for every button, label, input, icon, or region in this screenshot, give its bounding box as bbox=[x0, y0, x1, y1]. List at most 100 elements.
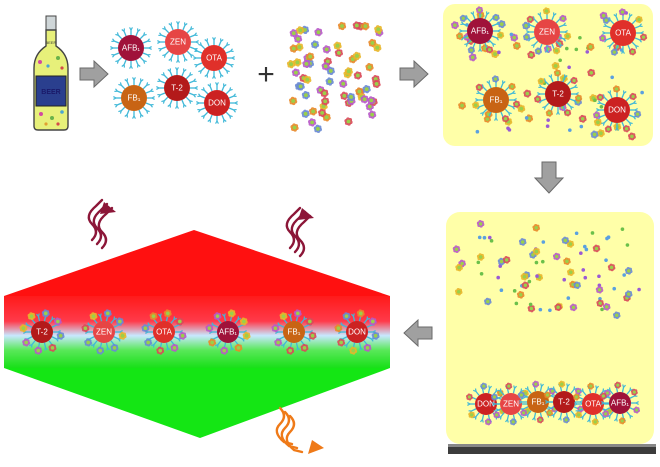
magnetic-separation-box bbox=[446, 212, 654, 444]
nanoflower bbox=[339, 79, 348, 88]
nanoflower bbox=[508, 82, 516, 91]
nanoflower bbox=[558, 380, 566, 388]
free-dot bbox=[548, 308, 552, 313]
free-dot bbox=[590, 231, 595, 235]
arrow-right-icon bbox=[399, 59, 429, 89]
nanoflower bbox=[618, 417, 626, 425]
nanoflower bbox=[604, 125, 612, 133]
nanoflower bbox=[553, 69, 562, 77]
free-dot bbox=[600, 307, 604, 312]
free-dot bbox=[527, 279, 532, 284]
nanoflower bbox=[466, 393, 473, 401]
nanoflower bbox=[629, 92, 637, 101]
nanoflower bbox=[458, 259, 466, 268]
free-dot bbox=[498, 264, 503, 268]
free-dot bbox=[562, 277, 567, 282]
nanoflower bbox=[516, 291, 525, 299]
nanoflower bbox=[374, 25, 383, 34]
ota-label: OTA bbox=[585, 400, 602, 409]
beer-label: BEER bbox=[41, 89, 60, 96]
nanoflower bbox=[349, 346, 358, 355]
nanoflower bbox=[368, 110, 377, 119]
free-dot bbox=[514, 301, 519, 306]
nanoflower bbox=[316, 85, 325, 95]
t2-label: T-2 bbox=[171, 84, 183, 93]
nanoflower bbox=[279, 312, 288, 321]
nanoflower bbox=[356, 309, 365, 318]
nanoflower bbox=[512, 41, 521, 50]
nanoflower bbox=[610, 48, 618, 56]
nanoflower bbox=[321, 97, 330, 106]
probe-t2: T-2 bbox=[19, 309, 65, 355]
nanoflower bbox=[293, 58, 302, 67]
probe-fb: FB₁ bbox=[518, 380, 558, 424]
nanoflower bbox=[239, 317, 248, 326]
probe-ota: OTA bbox=[573, 382, 613, 426]
nanoflower bbox=[337, 21, 347, 31]
nanoflower bbox=[303, 75, 312, 84]
free-dot bbox=[541, 240, 546, 244]
free-dot bbox=[605, 236, 609, 241]
nanoflower bbox=[178, 331, 187, 340]
nanoflower bbox=[334, 48, 343, 58]
nanoflower bbox=[301, 109, 310, 118]
nanoflower bbox=[476, 253, 485, 261]
nanoflower bbox=[170, 343, 179, 352]
beer-top-label: ВЕЕR bbox=[46, 40, 57, 45]
nanoflower bbox=[353, 71, 362, 80]
nanoflower bbox=[234, 343, 243, 352]
nanoflower bbox=[534, 95, 542, 103]
nanoflower bbox=[456, 32, 464, 40]
free-dot bbox=[566, 296, 571, 300]
nanoflower bbox=[352, 51, 362, 61]
probe-don: DON bbox=[334, 309, 380, 355]
nanoflower bbox=[532, 247, 541, 256]
nanoflower bbox=[497, 31, 505, 39]
nanoflower bbox=[141, 324, 150, 333]
nanoflower bbox=[81, 324, 90, 333]
nanoflower bbox=[53, 317, 62, 326]
nanoflower bbox=[290, 123, 299, 132]
beer-bottle-icon: ВЕЕR bbox=[33, 15, 69, 131]
free-dot bbox=[612, 286, 617, 291]
zen-label: ZEN bbox=[170, 38, 186, 47]
nanoflower bbox=[302, 59, 311, 69]
free-dot bbox=[637, 287, 641, 292]
nanoflower bbox=[559, 14, 567, 23]
free-dot bbox=[578, 35, 582, 40]
free-dot bbox=[583, 275, 588, 280]
nanoflower bbox=[41, 309, 50, 318]
nanoflower bbox=[545, 109, 553, 117]
nanoflower-cluster bbox=[286, 21, 384, 133]
probe-don: DON bbox=[196, 82, 238, 124]
nanoflower bbox=[593, 111, 601, 119]
probe-ota: OTA bbox=[141, 309, 187, 355]
nanoflower bbox=[296, 82, 305, 91]
nanoflower bbox=[452, 245, 461, 254]
nanoflower bbox=[595, 285, 604, 294]
free-dot bbox=[567, 65, 571, 70]
arrow-left-icon bbox=[403, 318, 433, 348]
nanoflower bbox=[502, 256, 511, 264]
nanoflower bbox=[552, 47, 561, 55]
nanoflower bbox=[144, 338, 153, 347]
afb-label: AFB₁ bbox=[122, 44, 141, 53]
nanoflower bbox=[573, 281, 581, 290]
nanoflower bbox=[592, 244, 601, 253]
t2-label: T-2 bbox=[552, 90, 564, 99]
nanoflower bbox=[156, 346, 165, 355]
nanoflower bbox=[593, 118, 602, 127]
nanoflower bbox=[451, 21, 459, 30]
probe-t2: T-2 bbox=[156, 67, 198, 109]
free-dot bbox=[625, 243, 630, 247]
nanoflower bbox=[561, 236, 570, 245]
nanoflower bbox=[634, 110, 642, 118]
nanoflower bbox=[564, 32, 572, 40]
magnet-bar bbox=[448, 444, 656, 454]
nanoflower bbox=[614, 381, 622, 389]
nanoflower bbox=[300, 343, 309, 352]
nanoflower bbox=[590, 130, 599, 139]
nanoflower bbox=[115, 317, 124, 326]
nanoflower bbox=[480, 382, 488, 390]
